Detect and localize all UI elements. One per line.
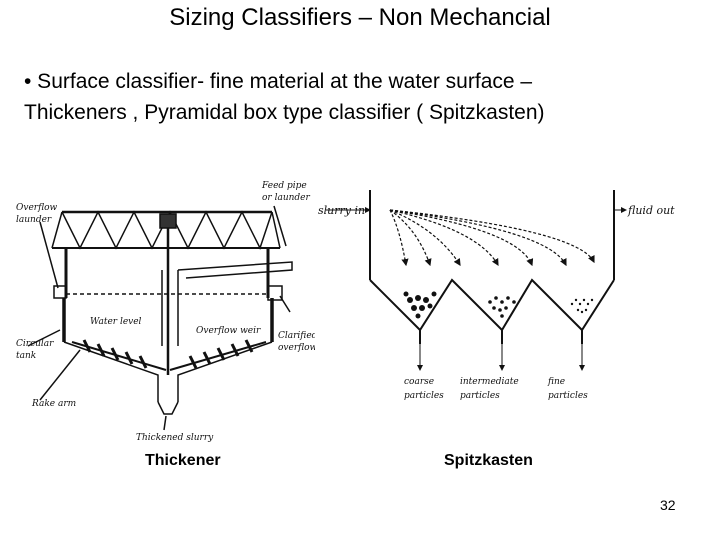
label-overflow-weir: Overflow weir (196, 326, 261, 336)
bullet-text: • Surface classifier- fine material at t… (24, 66, 704, 128)
label-fine: fine (547, 377, 565, 387)
label-coarse-particles: particles (404, 391, 444, 401)
label-rake-arm: Rake arm (31, 399, 76, 409)
label-fluid-out: fluid out (627, 204, 675, 217)
label-tank: tank (16, 351, 36, 361)
label-circular: Circular (16, 339, 54, 349)
label-clarified: Clarified (278, 331, 315, 341)
label-clarified-overflow: overflow (278, 343, 315, 353)
slide-title: Sizing Classifiers – Non Mechancial (169, 4, 551, 31)
page-number: 32 (660, 497, 676, 513)
label-overflow: Overflow (16, 203, 58, 213)
spitzkasten-caption: Spitzkasten (444, 452, 533, 469)
bullet-line-2: Thickeners , Pyramidal box type classifi… (24, 101, 545, 124)
label-slurry-in: slurry in (318, 204, 365, 217)
spitzkasten-diagram: slurry in fluid out coarse particles int… (318, 190, 675, 401)
label-or-launder: or launder (262, 193, 311, 203)
label-launder: launder (16, 215, 52, 225)
label-intermediate-particles: particles (460, 391, 500, 401)
label-feed-pipe: Feed pipe (261, 181, 307, 191)
thickener-diagram: Feed pipe or launder Overflow launder Wa… (16, 181, 315, 443)
label-water-level: Water level (90, 317, 142, 327)
label-fine-particles: particles (548, 391, 588, 401)
label-coarse: coarse (404, 377, 434, 387)
thickener-caption: Thickener (145, 452, 221, 469)
label-thickened-slurry: Thickened slurry (136, 433, 214, 443)
label-intermediate: intermediate (460, 377, 519, 387)
bullet-line-1: • Surface classifier- fine material at t… (24, 70, 533, 93)
